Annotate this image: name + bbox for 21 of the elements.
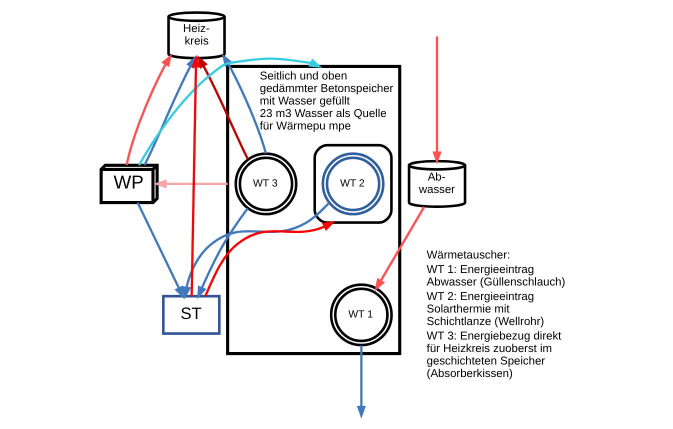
- arrow: [125, 54, 172, 166]
- label: WT 2: Energieeintrag Solarthermie mit Schichtlanze (Wellrohr): [426, 291, 544, 328]
- node-circle: WT 2: [321, 152, 384, 216]
- node-circle: WT 1: [329, 283, 392, 346]
- arrow: [182, 202, 330, 300]
- arrow: [190, 54, 200, 296]
- arrow: [153, 179, 228, 188]
- label: Wärmetauscher:: [426, 250, 510, 262]
- node-circle: WT 3: [234, 152, 297, 216]
- arrow: [136, 202, 184, 300]
- arrow: [374, 206, 425, 292]
- node-box: ST: [162, 294, 220, 335]
- label: WT 1: Energieeintrag Abwasser (Güllenschlauch): [426, 264, 565, 289]
- cluster: [312, 144, 392, 224]
- arrow: [356, 346, 366, 419]
- arrow: [204, 221, 335, 296]
- arrow: [138, 58, 322, 166]
- arrow: [197, 55, 248, 160]
- arrow: [432, 36, 442, 164]
- arrow: [196, 208, 248, 300]
- label: WT 3: Energiebezug direkt für Heizkreis zuoberst im geschichteten Speicher (Absorberkissen): [426, 330, 561, 380]
